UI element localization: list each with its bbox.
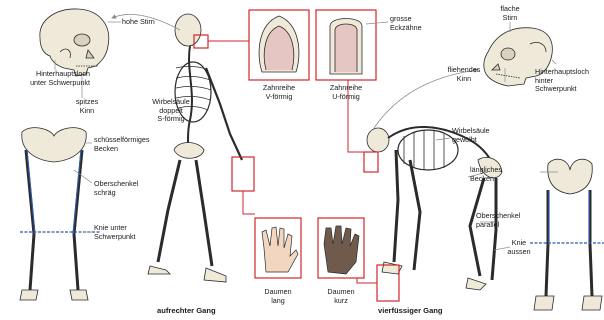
- ape-legs-front: [534, 159, 602, 310]
- label-daumen-kurz: Daumen kurz: [321, 288, 361, 305]
- ape-hand: [318, 218, 364, 278]
- caption-aufrechter-gang: aufrechter Gang: [157, 307, 216, 316]
- human-legs-front: [20, 128, 88, 300]
- label-knie-human: Knie unter Schwerpunkt: [94, 224, 136, 241]
- label-wirbelsaeule-human: Wirbelsäule doppelt S-förmig: [146, 98, 196, 124]
- label-fliehendes-kinn: fliehendes Kinn: [442, 66, 486, 83]
- label-zahnreihe-u: Zahnreihe U-förmig: [323, 84, 369, 101]
- label-knie-ape: Knie aussen: [504, 239, 534, 256]
- hand-highlight-human: [232, 157, 254, 191]
- label-becken-ape: längliches Becken: [470, 166, 502, 183]
- label-hinterhauptsloch-human: Hinterhauptsloch unter Schwerpunkt: [8, 70, 90, 87]
- caption-vierfuessiger-gang: vierfüssiger Gang: [378, 307, 443, 316]
- human-hand: [255, 218, 301, 278]
- label-oberschenkel-human: Oberschenkel schräg: [94, 180, 138, 197]
- dental-arch-u: [316, 10, 376, 80]
- label-wirbelsaeule-ape: Wirbelsäule gewölbt: [452, 127, 490, 144]
- label-spitzes-kinn: spitzes Kinn: [72, 98, 102, 115]
- label-zahnreihe-v: Zahnreihe V-förmig: [256, 84, 302, 101]
- label-oberschenkel-ape: Oberschenkel parallel: [476, 212, 520, 229]
- label-hinterhauptsloch-ape: Hinterhauptsloch hinter Schwerpunkt: [535, 68, 589, 94]
- human-skeleton: [148, 14, 242, 282]
- label-becken-human: schüsselförmiges Becken: [94, 136, 150, 153]
- human-skull: [40, 9, 109, 76]
- label-flache-stirn: flache Stirn: [490, 5, 530, 22]
- dental-arch-v: [249, 10, 309, 80]
- label-grosse-eckzaehne: grosse Eckzähne: [390, 15, 422, 32]
- label-daumen-lang: Daumen lang: [258, 288, 298, 305]
- jaw-highlight-ape: [364, 152, 378, 172]
- label-hohe-stirn: hohe Stirn: [122, 18, 155, 27]
